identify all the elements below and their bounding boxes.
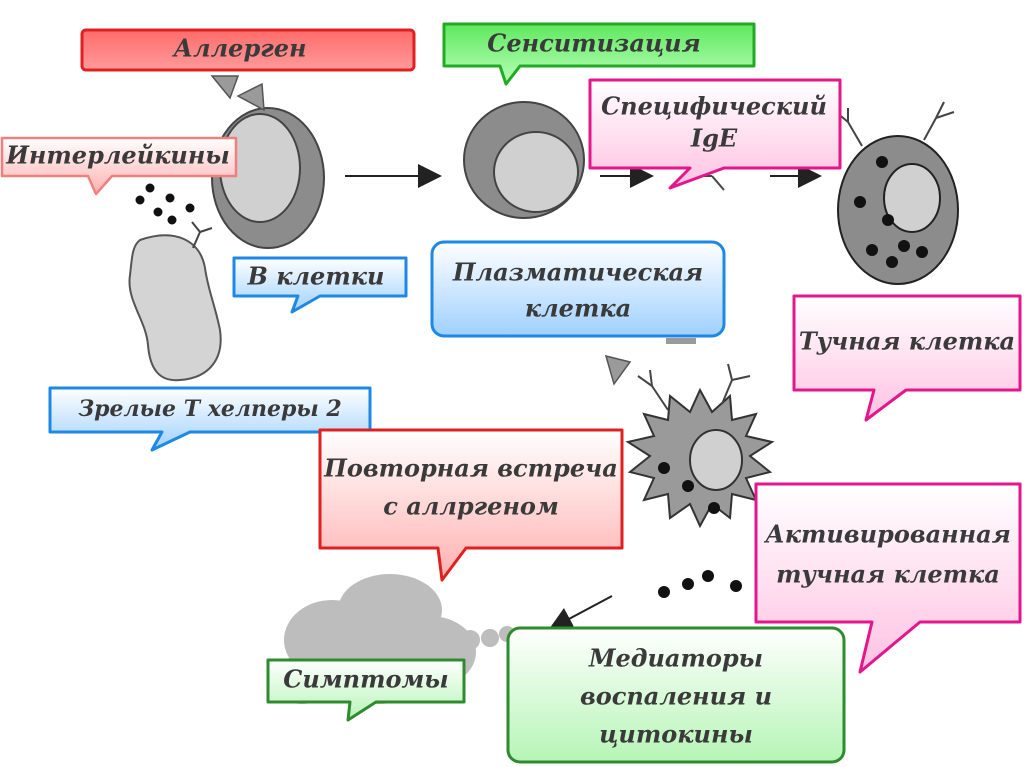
allergen-antigen-3 xyxy=(604,354,632,386)
activated-cell-receptors xyxy=(637,363,751,411)
mast-cell-callout: Тучная клетка xyxy=(792,294,1022,422)
specific-ige-label-2: IgE xyxy=(690,124,738,153)
repeat-encounter-callout: Повторная встреча с аллргеном xyxy=(318,428,624,582)
mediators-label-3: цитокины xyxy=(599,720,753,749)
specific-ige-label-1: Специфический xyxy=(601,92,827,121)
sensitization-callout: Сенситизация xyxy=(442,22,756,86)
t-helper-receptor xyxy=(191,221,213,249)
t-helpers-callout: Зрелые Т хелперы 2 xyxy=(48,386,372,452)
repeat-encounter-label-2: с аллргеном xyxy=(383,492,559,521)
interleukin-dots xyxy=(135,183,195,225)
b-cells-callout: В клетки xyxy=(232,256,408,314)
arrow-mediators-release xyxy=(548,595,613,630)
b-cells-label: В клетки xyxy=(247,262,385,291)
mediators-label-1: Медиаторы xyxy=(588,644,763,673)
activated-mast-cell xyxy=(625,387,775,529)
symptoms-label: Симптомы xyxy=(283,665,448,694)
activated-mast-cell-label-1: Активированная xyxy=(763,520,1011,549)
mast-cell-label: Тучная клетка xyxy=(799,327,1015,356)
allergen-antigen-1 xyxy=(210,75,240,100)
mediator-dots xyxy=(658,570,742,598)
plasma-cell-callout: Плазматическая клетка xyxy=(430,240,726,338)
allergen-antigen-2 xyxy=(236,82,265,112)
t-helper-cell xyxy=(128,234,222,382)
repeat-encounter-label-1: Повторная встреча xyxy=(323,454,618,483)
plasma-cell-label-2: клетка xyxy=(525,294,631,323)
specific-ige-callout: Специфический IgE xyxy=(588,78,842,190)
symptoms-callout: Симптомы xyxy=(266,658,466,722)
allergen-label: Аллерген xyxy=(172,34,307,63)
mediators-label-2: воспаления и xyxy=(580,682,772,711)
mast-cell xyxy=(837,135,959,285)
interleukins-callout: Интерлейкины xyxy=(0,136,238,196)
t-helpers-label: Зрелые Т хелперы 2 xyxy=(78,396,341,422)
sensitization-label: Сенситизация xyxy=(487,29,700,58)
interleukins-label: Интерлейкины xyxy=(5,141,230,170)
antigen-link xyxy=(666,338,696,344)
plasma-cell-label-1: Плазматическая xyxy=(452,258,703,287)
b-cell xyxy=(211,107,325,249)
activated-mast-cell-callout: Активированная тучная клетка xyxy=(754,482,1022,674)
allergen-callout: Аллерген xyxy=(80,28,416,72)
activated-mast-cell-label-2: тучная клетка xyxy=(776,560,1000,589)
plasma-cell xyxy=(463,101,585,219)
mediators-callout: Медиаторы воспаления и цитокины xyxy=(506,626,846,764)
